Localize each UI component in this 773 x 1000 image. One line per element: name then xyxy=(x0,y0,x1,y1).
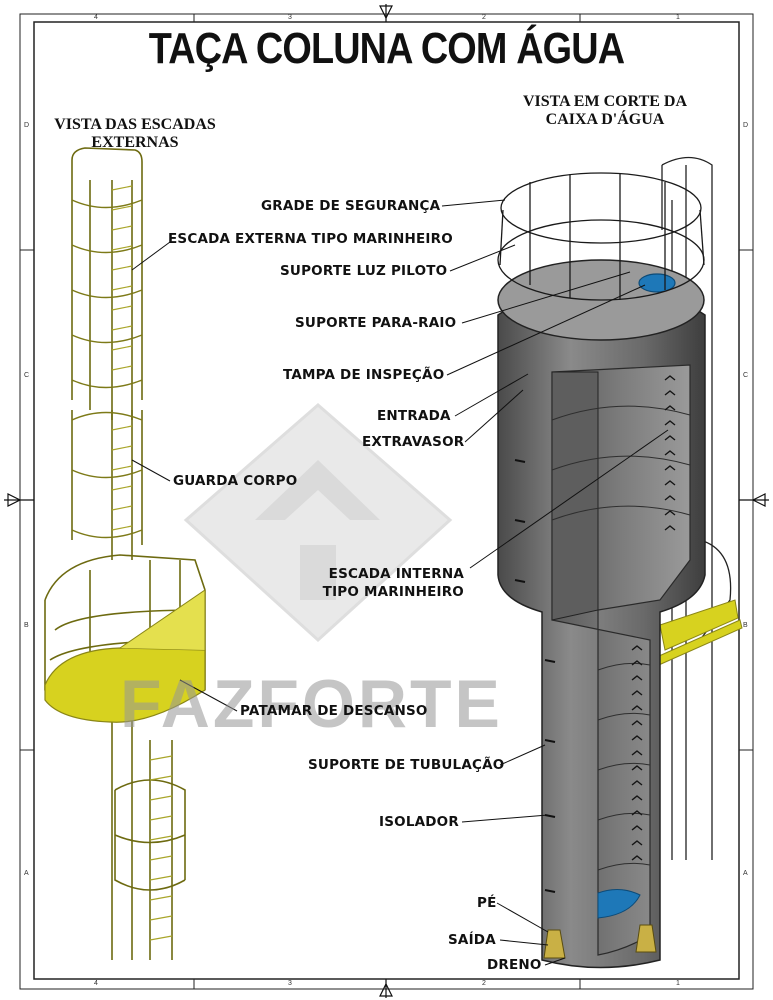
landing-floor xyxy=(44,647,206,723)
label-suporte-luz-piloto: SUPORTE LUZ PILOTO xyxy=(280,263,448,279)
row-tick-c-right: C xyxy=(743,372,749,379)
watermark-logo xyxy=(183,403,453,643)
roof-railing xyxy=(497,172,705,301)
col-tick-2: 2 xyxy=(482,14,486,21)
external-ladder-drawing xyxy=(44,147,206,960)
row-tick-b: B xyxy=(24,622,29,629)
label-dreno: DRENO xyxy=(487,957,542,973)
right-heading-line-1: VISTA EM CORTE DA xyxy=(522,93,688,110)
label-patamar-descanso: PATAMAR DE DESCANSO xyxy=(240,703,428,719)
water-level xyxy=(597,889,641,919)
col-tick-1-bottom: 1 xyxy=(676,980,680,987)
label-grade-seguranca: GRADE DE SEGURANÇA xyxy=(261,198,441,214)
col-tick-3: 3 xyxy=(288,14,292,21)
label-extravasor: EXTRAVASOR xyxy=(362,434,465,450)
pipe-brackets xyxy=(514,459,556,893)
label-escada-externa: ESCADA EXTERNA TIPO MARINHEIRO xyxy=(168,231,453,247)
page-title: TAÇA COLUNA COM ÁGUA xyxy=(148,24,625,73)
left-heading-line-1: VISTA DAS ESCADAS xyxy=(54,116,216,133)
row-tick-b-right: B xyxy=(743,622,748,629)
inspection-hatch xyxy=(638,273,676,293)
col-tick-4: 4 xyxy=(94,14,98,21)
label-escada-interna-line-1: ESCADA INTERNA xyxy=(328,566,464,582)
row-tick-d-right: D xyxy=(743,122,749,129)
label-isolador: ISOLADOR xyxy=(379,814,459,830)
label-saida: SAÍDA xyxy=(448,932,496,948)
right-heading: VISTA EM CORTE DA CAIXA D'ÁGUA xyxy=(500,93,710,129)
left-heading: VISTA DAS ESCADAS EXTERNAS xyxy=(30,116,240,152)
tower-feet xyxy=(543,924,657,959)
row-tick-c: C xyxy=(24,372,30,379)
col-tick-1: 1 xyxy=(676,14,680,21)
label-pe: PÉ xyxy=(477,895,497,911)
row-tick-a-right: A xyxy=(743,870,748,877)
label-suporte-para-raio: SUPORTE PARA-RAIO xyxy=(295,315,457,331)
right-heading-line-2: CAIXA D'ÁGUA xyxy=(545,111,665,128)
center-markers xyxy=(4,4,769,998)
leader-lines xyxy=(131,199,669,966)
label-entrada: ENTRADA xyxy=(377,408,451,424)
left-heading-line-2: EXTERNAS xyxy=(91,134,179,151)
label-escada-interna-line-2: TIPO MARINHEIRO xyxy=(322,584,464,600)
col-tick-4-bottom: 4 xyxy=(94,980,98,987)
watermark-text: FAZFORTE xyxy=(120,666,503,742)
label-escada-interna: ESCADA INTERNA TIPO MARINHEIRO xyxy=(300,565,464,601)
col-tick-2-bottom: 2 xyxy=(482,980,486,987)
label-guarda-corpo: GUARDA CORPO xyxy=(173,473,298,489)
label-suporte-tubulacao: SUPORTE DE TUBULAÇÃO xyxy=(308,757,505,773)
col-tick-3-bottom: 3 xyxy=(288,980,292,987)
row-tick-a: A xyxy=(24,870,29,877)
tower-landing xyxy=(659,599,739,651)
label-tampa-inspecao: TAMPA DE INSPEÇÃO xyxy=(283,367,445,383)
internal-ladder xyxy=(631,375,676,861)
row-tick-d: D xyxy=(24,122,30,129)
